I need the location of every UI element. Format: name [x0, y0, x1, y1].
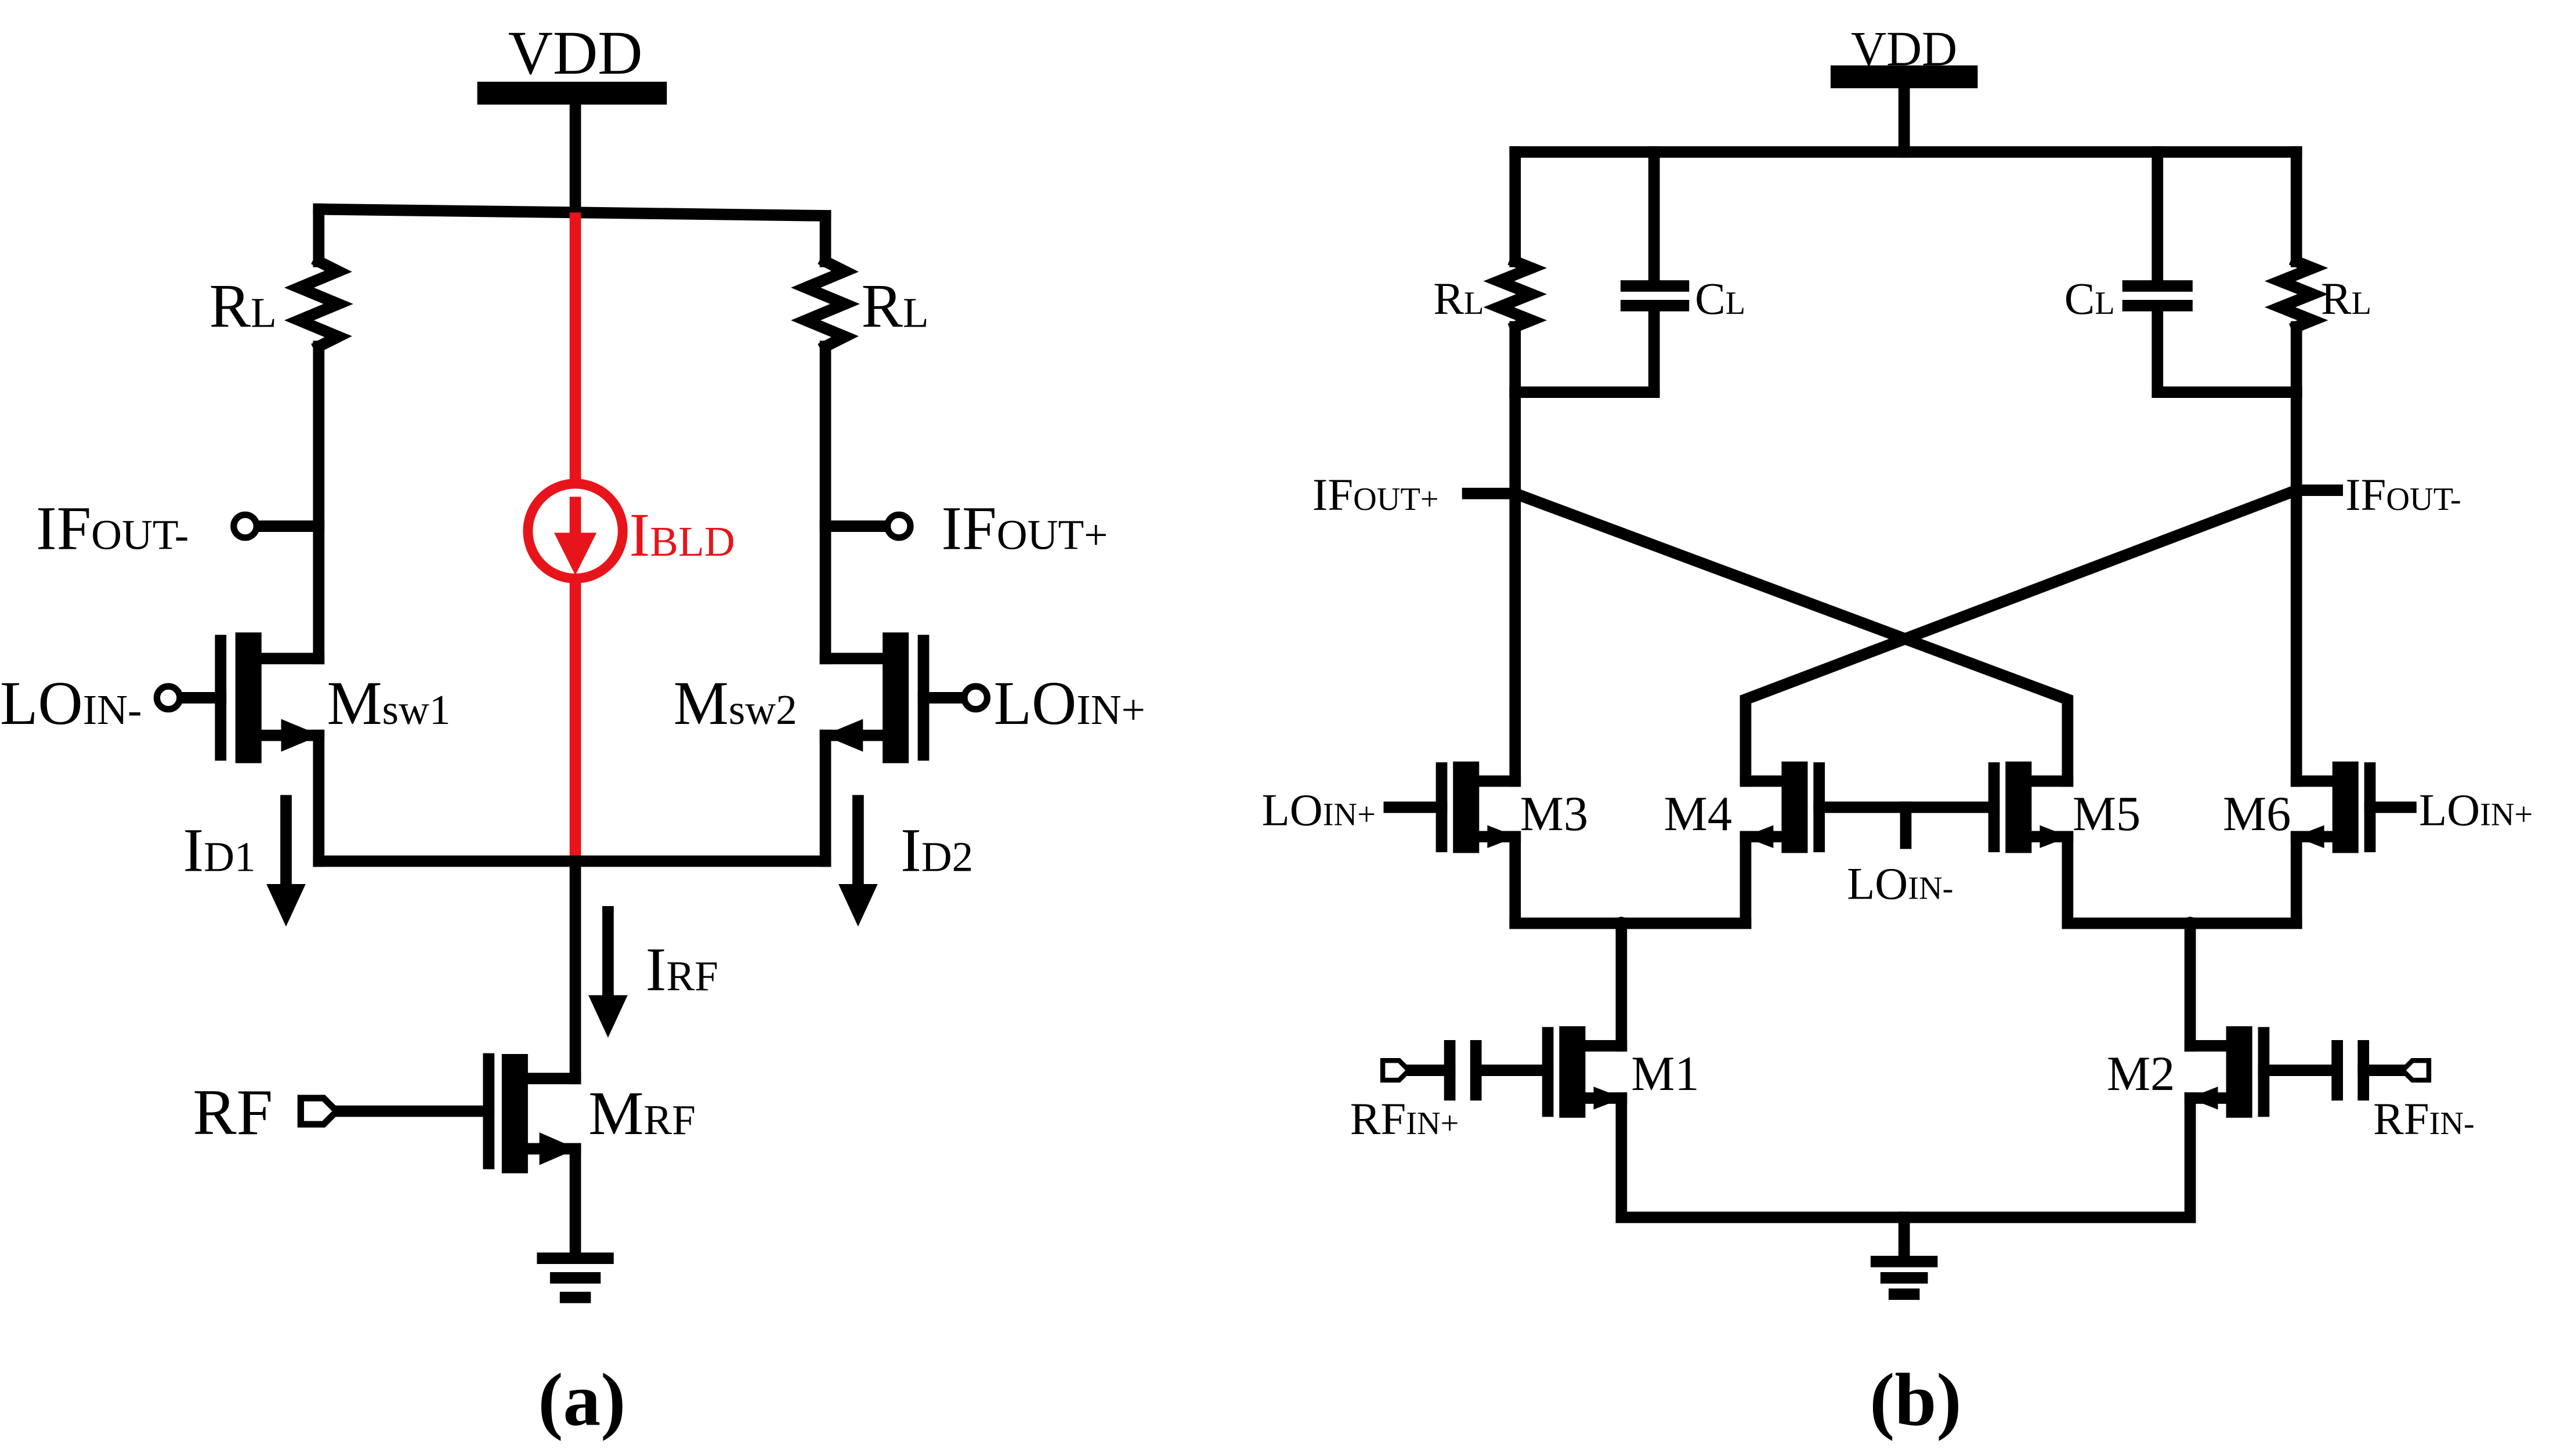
label-rl-right-b: RL: [2321, 274, 2371, 324]
label-loin-minus-a: LOIN-: [0, 669, 142, 738]
caption-a: (a): [538, 1359, 625, 1441]
label-loin-plus-a: LOIN+: [994, 669, 1145, 738]
label-rfin-plus-b: RFIN+: [1350, 1094, 1459, 1144]
ground-icon-b: [1870, 1255, 1938, 1300]
label-cl-right-b: CL: [2064, 274, 2115, 324]
terminal-rf-a: [297, 1095, 342, 1128]
resistor-rl-right-a: [791, 253, 860, 354]
label-m6: M6: [2223, 787, 2291, 841]
caption-b: (b): [1869, 1359, 1961, 1441]
label-msw2: Msw2: [674, 669, 797, 738]
bleed-current-arrow: [554, 533, 597, 575]
label-rfin-minus-b: RFIN-: [2373, 1094, 2475, 1144]
label-rl-left-b: RL: [1433, 274, 1484, 324]
label-ibld: IBLD: [630, 501, 735, 570]
label-m4: M4: [1664, 787, 1732, 841]
arrow-id1: [266, 795, 306, 927]
label-m2: M2: [2107, 1047, 2175, 1101]
label-loin-plus-left-b: LOIN+: [1262, 785, 1376, 836]
label-loin-plus-right-b: LOIN+: [2419, 785, 2533, 836]
label-id2: ID2: [901, 816, 973, 885]
resistor-rl-left-a: [284, 253, 353, 354]
label-mrf: MRF: [588, 1080, 696, 1148]
label-ifout-minus-a: IFOUT-: [36, 495, 189, 563]
transistor-m5: [1988, 761, 2074, 853]
transistor-m6: [2290, 761, 2417, 853]
label-ifout-plus-b: IFOUT+: [1312, 470, 1439, 520]
transistor-m1: [1380, 1026, 1628, 1118]
panel-b: VDD RL CL CL RL IFOUT+ IFOUT- LOIN+ LOIN…: [1262, 23, 2533, 1442]
label-m3: M3: [1520, 787, 1588, 841]
panel-a: VDD RL RL IFOUT- IFOUT+ IBLD LOIN- LOIN+…: [0, 19, 1145, 1442]
label-ifout-minus-b: IFOUT-: [2345, 470, 2461, 520]
label-msw1: Msw1: [327, 669, 450, 738]
label-rl-left-a: RL: [209, 272, 277, 341]
transistor-msw1: [153, 632, 325, 763]
label-vdd-a: VDD: [508, 19, 643, 88]
label-irf: IRF: [646, 936, 718, 1004]
cross-wire-2: [1740, 483, 2304, 787]
transistor-m3: [1383, 761, 1521, 853]
terminal-ifout-plus-a: [884, 511, 914, 541]
transistor-m2: [2184, 1026, 2432, 1118]
label-id1: ID1: [183, 816, 255, 885]
label-loin-minus-b: LOIN-: [1847, 859, 1953, 909]
transistor-mrf: [297, 1053, 581, 1174]
arrow-irf: [588, 906, 628, 1038]
label-ifout-plus-a: IFOUT+: [942, 495, 1108, 563]
label-m5: M5: [2073, 787, 2140, 841]
transistor-m4: [1740, 761, 1825, 853]
label-cl-left-b: CL: [1695, 274, 1745, 324]
transistor-msw2: [819, 632, 991, 763]
label-rf-a: RF: [193, 1077, 273, 1149]
cross-wire-1: [1507, 486, 2074, 787]
label-rl-right-a: RL: [862, 272, 929, 341]
terminal-ifout-minus-a: [230, 511, 260, 541]
resistor-rl-right-b: [2265, 253, 2328, 335]
resistor-rl-left-b: [1483, 253, 1547, 335]
arrow-id2: [838, 795, 878, 927]
label-m1: M1: [1631, 1047, 1699, 1101]
ground-icon-a: [537, 1252, 614, 1303]
label-vdd-b: VDD: [1851, 23, 1957, 77]
